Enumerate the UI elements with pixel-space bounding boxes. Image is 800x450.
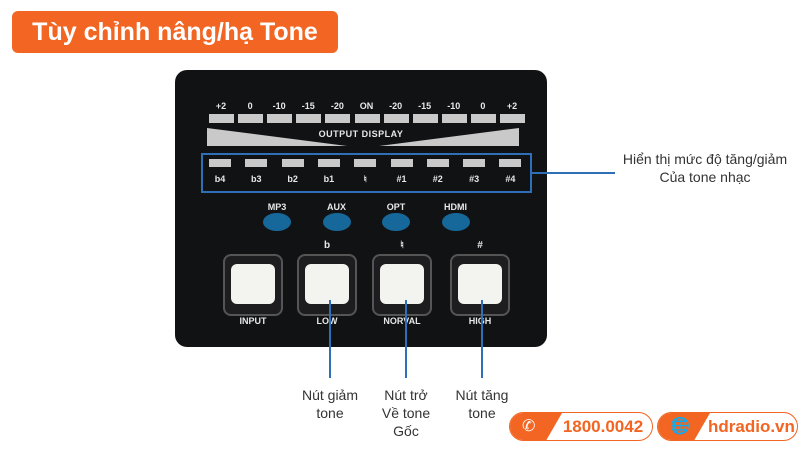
source-indicator-opt <box>382 213 410 231</box>
button-norval[interactable] <box>372 254 432 316</box>
output-scale-label: -10 <box>447 101 461 111</box>
source-label-aux: AUX <box>326 202 346 212</box>
display-annotation: Hiển thị mức độ tăng/giảm Của tone nhạc <box>622 151 788 185</box>
output-led <box>500 114 525 123</box>
tone-led <box>390 159 413 167</box>
button-cap[interactable] <box>458 264 502 304</box>
source-indicator-mp3 <box>263 213 291 231</box>
tone-led <box>281 159 304 167</box>
low-annotation: Nút giảm tone <box>301 387 359 421</box>
output-led <box>441 114 467 123</box>
button-cap[interactable] <box>380 264 424 304</box>
output-led <box>325 114 351 123</box>
tone-level-label: #4 <box>505 174 516 184</box>
normal-annotation: Nút trở Về tone Gốc <box>381 387 431 439</box>
output-led <box>412 114 438 123</box>
website-link: hdradio.vn <box>708 417 795 436</box>
tone-led <box>426 159 449 167</box>
callout-line <box>532 172 615 174</box>
output-scale-label: 0 <box>247 101 253 111</box>
tone-led <box>354 159 377 167</box>
button-label: INPUT <box>239 316 267 326</box>
source-indicator-aux <box>322 213 351 231</box>
high-annotation: Nút tăng tone <box>455 387 509 421</box>
source-indicator-hdmi <box>441 213 470 231</box>
callout-line-high <box>481 300 483 378</box>
phone-number: 1800.0042 <box>562 417 644 436</box>
tone-led <box>317 159 340 167</box>
output-scale-label: -20 <box>389 101 403 111</box>
tone-level-label: #3 <box>469 174 480 184</box>
tone-level-label: ♮ <box>363 174 367 184</box>
button-label: HIGH <box>468 316 492 326</box>
tone-level-label: b2 <box>287 174 298 184</box>
source-label-mp3: MP3 <box>267 202 287 212</box>
tone-level-label: #1 <box>396 174 407 184</box>
page-title: Tùy chỉnh nâng/hạ Tone <box>12 11 338 53</box>
button-cap[interactable] <box>231 264 275 304</box>
output-scale-label: +2 <box>215 101 227 111</box>
tone-led <box>209 159 231 167</box>
output-scale-label: -15 <box>418 101 432 111</box>
output-led <box>354 114 380 123</box>
source-label-hdmi: HDMI <box>444 202 467 212</box>
output-scale-label: -20 <box>330 101 344 111</box>
output-display-label: OUTPUT DISPLAY <box>318 129 404 139</box>
output-scale-label: ON <box>359 101 374 111</box>
tone-level-label: b3 <box>251 174 262 184</box>
button-label: NORVAL <box>383 316 421 326</box>
output-scale-label: -15 <box>301 101 315 111</box>
button-symbol: ♮ <box>400 240 404 251</box>
tone-level-label: b1 <box>323 174 335 184</box>
tone-level-label: #2 <box>432 174 443 184</box>
button-input[interactable] <box>223 254 283 316</box>
tone-display-highlight <box>201 153 532 193</box>
button-symbol: # <box>477 240 483 251</box>
button-low[interactable] <box>297 254 357 316</box>
globe-icon: 🌐 <box>658 413 710 440</box>
tone-led <box>245 159 268 167</box>
tone-led <box>463 159 486 167</box>
output-led <box>383 114 409 123</box>
phone-badge[interactable]: ✆ 1800.0042 <box>509 412 653 441</box>
button-label: LOW <box>316 316 338 326</box>
button-cap[interactable] <box>305 264 349 304</box>
output-led <box>470 114 496 123</box>
output-led <box>267 114 293 123</box>
output-scale-label: -10 <box>272 101 286 111</box>
output-scale-label: +2 <box>506 101 518 111</box>
output-led <box>238 114 264 123</box>
callout-line-normal <box>405 300 407 378</box>
control-panel: OUTPUT DISPLAY +2 0 -10 -15 -20 ON -20 -15 -10 0 +… <box>175 70 547 347</box>
button-high[interactable] <box>450 254 510 316</box>
output-scale-label: 0 <box>480 101 486 111</box>
output-display-wedge <box>207 128 519 146</box>
website-badge[interactable]: 🌐 hdradio.vn <box>657 412 798 441</box>
output-led <box>209 114 234 123</box>
source-label-opt: OPT <box>386 202 406 212</box>
phone-icon: ✆ <box>510 413 562 440</box>
button-symbol: b <box>323 240 331 251</box>
callout-line-low <box>329 300 331 378</box>
tone-led <box>499 159 522 167</box>
output-led <box>296 114 322 123</box>
tone-level-label: b4 <box>214 174 226 184</box>
